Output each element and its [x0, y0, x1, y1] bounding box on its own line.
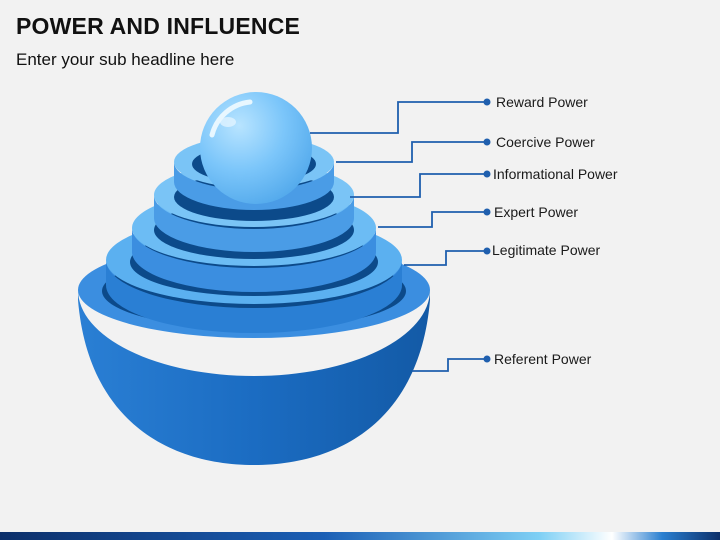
- dot-expert: [483, 208, 491, 216]
- layer-reward: [200, 92, 312, 204]
- dot-coercive: [483, 138, 491, 146]
- label-reward-power: Reward Power: [496, 94, 588, 110]
- dot-reward: [483, 98, 491, 106]
- label-expert-power: Expert Power: [494, 204, 579, 220]
- page-subtitle: Enter your sub headline here: [16, 50, 235, 69]
- label-referent-power: Referent Power: [494, 351, 592, 367]
- connector-lines: [310, 101, 486, 372]
- page-title: POWER AND INFLUENCE: [16, 13, 301, 39]
- dot-informational: [483, 170, 491, 178]
- connector-referent: [412, 358, 486, 372]
- connector-informational: [350, 173, 486, 198]
- connector-dots: [483, 98, 491, 363]
- label-coercive-power: Coercive Power: [496, 134, 595, 150]
- dot-referent: [483, 355, 491, 363]
- dot-legitimate: [483, 247, 491, 255]
- label-informational-power: Informational Power: [493, 166, 618, 182]
- label-legitimate-power: Legitimate Power: [492, 242, 601, 258]
- connector-reward: [310, 101, 486, 134]
- connector-legitimate: [404, 250, 486, 266]
- connector-coercive: [336, 141, 486, 163]
- connector-expert: [378, 211, 486, 228]
- footer-bar: [0, 532, 720, 540]
